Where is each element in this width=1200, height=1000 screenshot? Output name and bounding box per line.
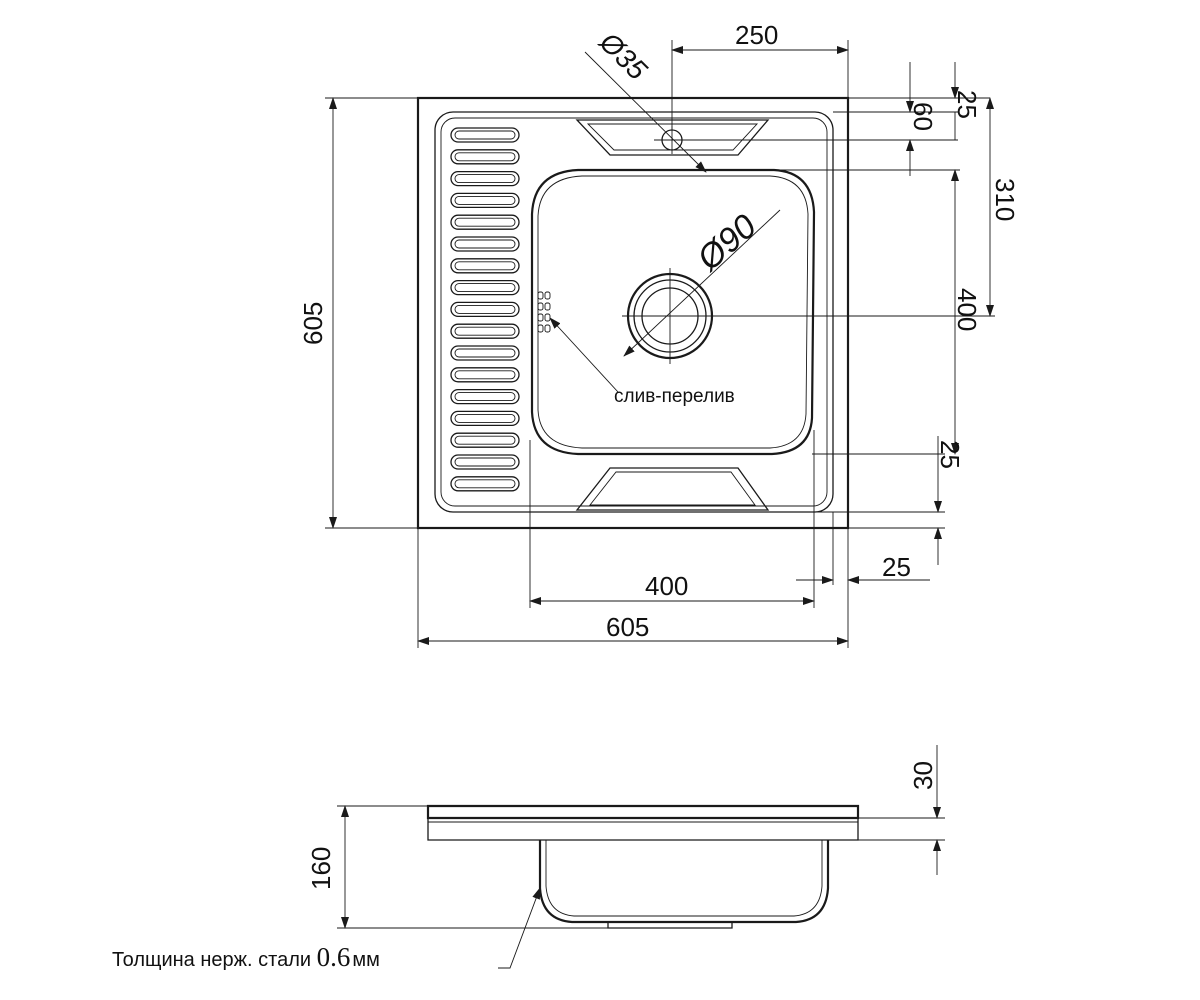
dim-25-top: 25 [952, 90, 982, 119]
drainboard-rib-inner [454, 457, 516, 467]
drainboard-rib [450, 258, 520, 274]
overflow-label: слив-перелив [614, 386, 735, 407]
drainboard-rib [450, 127, 520, 143]
dim-30: 30 [908, 761, 938, 790]
drainboard-rib-inner [454, 348, 516, 358]
right-dimensions: 25 60 310 400 25 [690, 62, 1020, 565]
sink-rim [434, 111, 834, 513]
bowl-side [538, 840, 830, 924]
dim-310: 310 [990, 178, 1020, 221]
drainboard-rib-inner [454, 392, 516, 402]
drainboard-rib [450, 301, 520, 318]
drainboard-rib-inner [454, 326, 516, 336]
dim-25-lower: 25 [935, 440, 965, 469]
drainboard-ribs [450, 127, 520, 492]
sink-rim-inner [440, 117, 828, 507]
drainboard-rib-inner [454, 435, 516, 445]
drainboard-rib [450, 367, 520, 383]
drainboard-rib [450, 388, 520, 405]
drainboard-rib-inner [454, 195, 516, 205]
drainboard-rib [450, 476, 520, 492]
top-recess [575, 119, 770, 156]
drainboard-rib-inner [454, 479, 516, 489]
top-view: слив-перелив Ø35 Ø90 [416, 26, 850, 530]
drainboard-rib-inner [454, 261, 516, 271]
bottom-dimensions: 400 25 605 [417, 430, 930, 648]
flange-top [426, 804, 860, 820]
drainboard-rib [450, 170, 520, 187]
drainboard-rib [450, 454, 520, 470]
dim-25-bottom: 25 [882, 552, 911, 582]
top-recess-inner [586, 123, 759, 151]
drainboard-rib [450, 432, 520, 448]
dim-400-horizontal: 400 [645, 571, 688, 601]
bottom-recess-inner [589, 471, 756, 506]
dim-400-vertical: 400 [952, 288, 982, 331]
dim-diameter-35: Ø35 [593, 26, 653, 86]
dim-250: 250 [735, 20, 778, 50]
drainboard-rib [450, 236, 520, 252]
dim-605-vertical: 605 [298, 302, 328, 345]
dim-60: 60 [908, 102, 938, 131]
drainboard-rib [450, 192, 520, 209]
drainboard-rib-inner [454, 217, 516, 227]
drainboard-rib [450, 410, 520, 427]
drainboard-rib-inner [454, 370, 516, 380]
bottom-recess [575, 467, 770, 511]
drainboard-rib [450, 323, 520, 339]
drainboard-rib-inner [454, 413, 516, 423]
dim-160: 160 [306, 847, 336, 890]
drainboard-rib-inner [454, 130, 516, 140]
flange-lip [427, 818, 859, 841]
dim-diameter-90: Ø90 [690, 207, 764, 279]
drainboard-rib [450, 345, 520, 361]
drainboard-rib-inner [454, 174, 516, 184]
drainboard-rib [450, 279, 520, 296]
drainboard-rib [450, 214, 520, 230]
drainboard-rib-inner [454, 239, 516, 249]
drainboard-rib [450, 149, 520, 165]
overflow-slots [537, 291, 551, 333]
drainboard-rib-inner [454, 152, 516, 162]
bowl-outline [530, 168, 816, 456]
dim-605-horizontal: 605 [606, 612, 649, 642]
dim-250-group: 250 [671, 20, 849, 130]
drainboard-rib-inner [454, 283, 516, 293]
bowl-side-inner [545, 840, 823, 917]
drain-bottom [607, 922, 733, 929]
drainboard-rib-inner [454, 304, 516, 314]
dim-605-vertical-group: 605 [298, 97, 418, 529]
sink-outer-outline [416, 96, 850, 530]
bowl-inner-outline [537, 175, 809, 449]
